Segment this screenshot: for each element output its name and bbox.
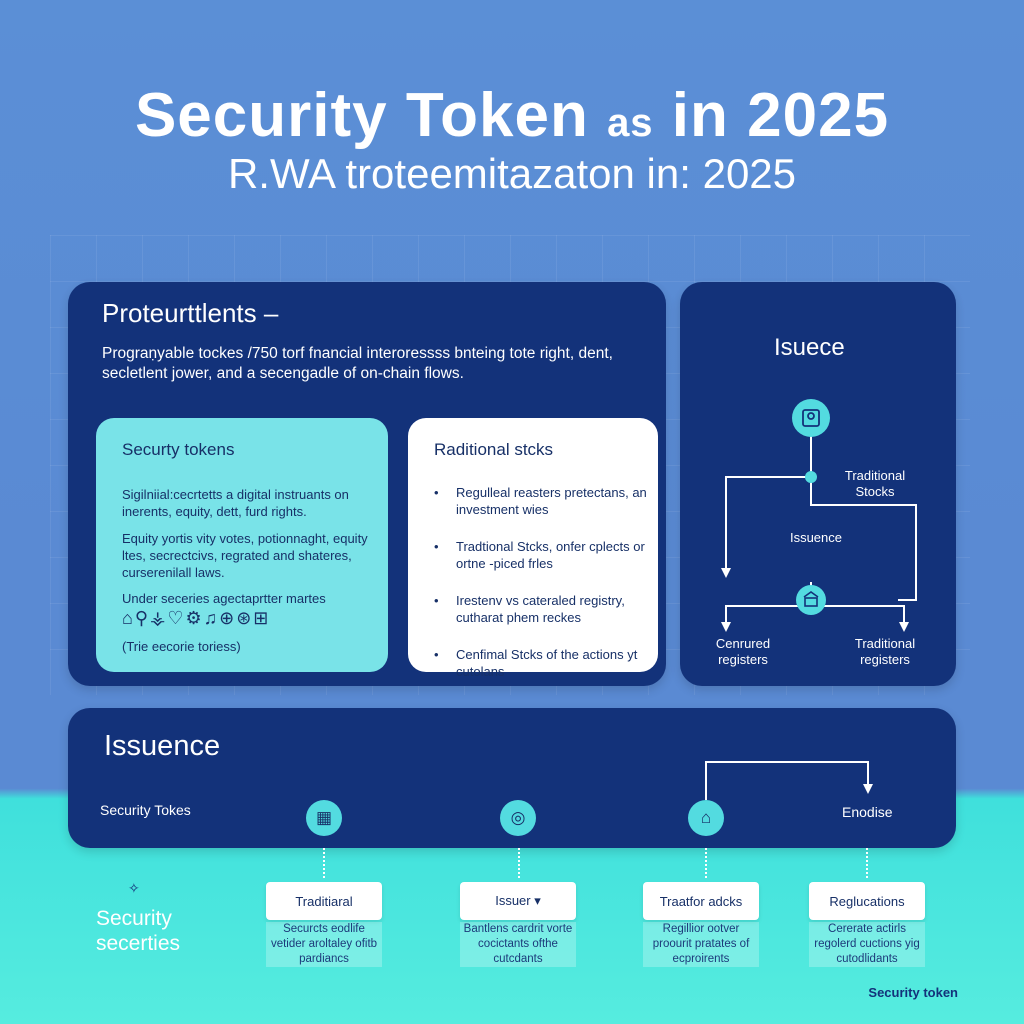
dotted-connector (323, 848, 325, 878)
list-item: Irestenv vs cateraled registry, cutharat… (428, 592, 648, 626)
security-card-text-1: Sigilniial:cecrtetts a digital instruant… (122, 487, 349, 519)
globe-icon: ◎ (500, 800, 536, 836)
traditional-stocks-card: Raditional stcks Regulleal reasters pret… (408, 418, 658, 679)
footer-label: Security token (868, 985, 958, 1000)
label-issuence: Issuence (789, 530, 843, 545)
page-subtitle: R.WA troteemitazaton in: 2025 (227, 150, 797, 197)
step-box-traditional[interactable]: Traditiaral (266, 882, 382, 920)
bank-icon (803, 591, 819, 607)
security-tokens-card: Securty tokens Sigilniial:cecrtetts a di… (96, 418, 388, 672)
step-text-regulations: Cererate actirls regolerd cuctions yig c… (809, 922, 925, 967)
connector-line (725, 605, 811, 624)
security-icons-row: ⌂⚲⚶♡⚙♫⊕⊛⊞ (122, 608, 271, 628)
main-panel-description: Prograṇyable tockes /750 torf fnancial i… (102, 345, 613, 382)
step-box-traatfor[interactable]: Traatfor adcks (643, 882, 759, 920)
step-text-issuer: Bantlens cardrit vorte cocictants ofthe … (460, 922, 576, 967)
security-card-text-4: (Trie eecorie toriess) (122, 639, 241, 654)
title-main: Security Token (134, 81, 589, 150)
label-traditional-stocks: Traditional Stocks (844, 468, 906, 499)
traditional-card-title: Raditional stcks (434, 440, 554, 459)
flow-diagram (721, 399, 917, 632)
security-card-text-2: Equity yortis vity votes, potionnaght, e… (122, 531, 368, 580)
security-card-text-3: Under seceries agectaprtter martes (122, 591, 326, 606)
list-item: Tradtional Stcks, onfer cplects or ortne… (428, 538, 648, 572)
title-small: as (607, 101, 654, 145)
issuence-diagram-panel: Isuece Traditional Stocks Issuence Cenru… (680, 282, 956, 686)
document-icon: ▦ (306, 800, 342, 836)
step-text-traatfor: Regillior ootver proourit pratates of ec… (643, 922, 759, 967)
dotted-connector (705, 848, 707, 878)
user-node (792, 399, 830, 437)
bank-icon: ⌂ (688, 800, 724, 836)
user-icon (802, 409, 820, 427)
traditional-bullet-list: Regulleal reasters pretectans, an invest… (428, 484, 648, 700)
security-card-title: Securty tokens (122, 440, 235, 459)
label-traditional-registers: Traditional registers (854, 636, 916, 667)
page-title: Security Token as in 2025 (0, 80, 1024, 151)
label-centured-registers: Cenrured registers (715, 636, 771, 667)
arrow-head (721, 622, 731, 632)
step-box-regulations[interactable]: Reglucations (809, 882, 925, 920)
issuence-arrow (705, 761, 873, 800)
arrow-head (899, 622, 909, 632)
step-text-traditional: Securcts eodlife vetider aroltaley ofitb… (266, 922, 382, 967)
bank-node (796, 585, 826, 615)
arrow-head (721, 568, 731, 578)
main-panel-heading: Proteurttlents – (102, 298, 279, 328)
connector-line (811, 605, 905, 624)
junction-dot (805, 471, 817, 483)
list-item: Regulleal reasters pretectans, an invest… (428, 484, 648, 518)
right-panel-heading: Isuece (774, 334, 845, 361)
issuence-left-label: Security Tokes (100, 802, 191, 818)
issuence-right-label: Enodise (842, 804, 893, 820)
issuence-heading: Issuence (104, 730, 221, 762)
connector-line (725, 476, 811, 570)
sparkle-icon: ✧ (128, 880, 140, 896)
connector-line (810, 477, 917, 601)
title-end: in 2025 (671, 81, 890, 150)
security-secerties-label: Security secerties (96, 907, 181, 955)
dotted-connector (866, 848, 868, 878)
step-box-issuer[interactable]: Issuer ▾ (460, 882, 576, 920)
list-item: Cenfimal Stcks of the actions yt cutolan… (428, 646, 648, 680)
dotted-connector (518, 848, 520, 878)
